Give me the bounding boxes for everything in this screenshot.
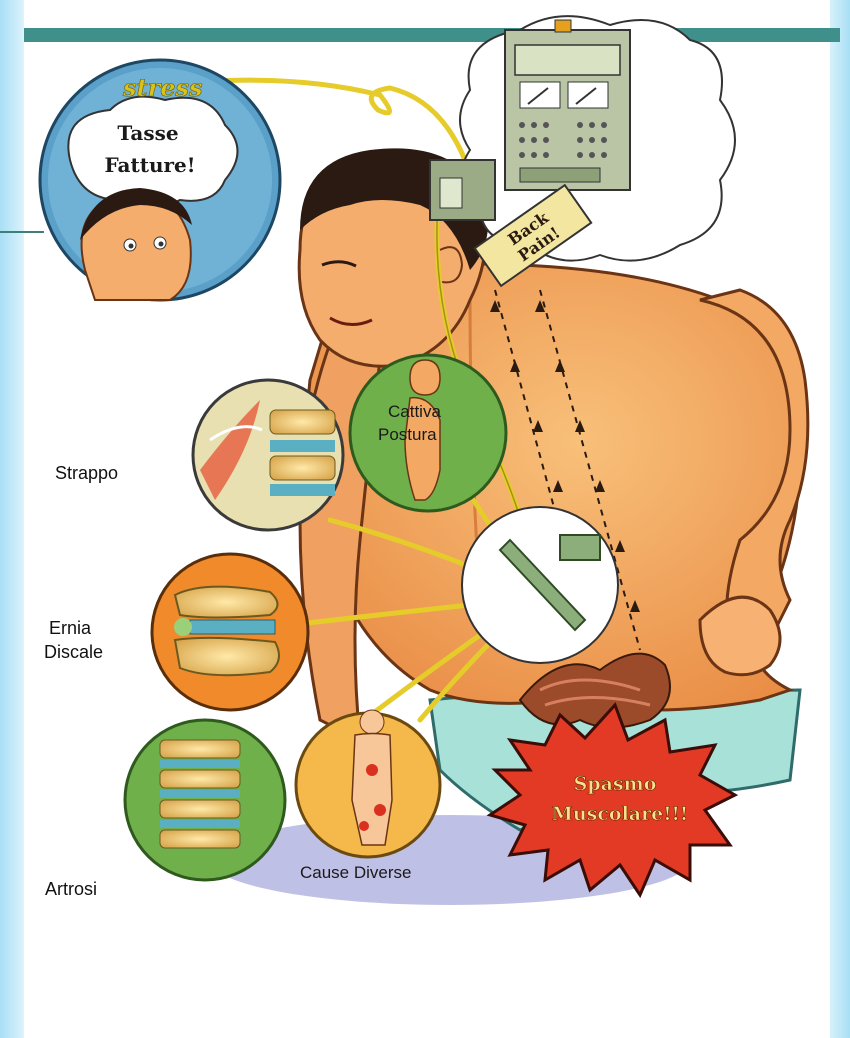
brain-machine bbox=[505, 20, 630, 190]
posture-line2: Postura bbox=[378, 425, 437, 444]
posture-line1: Cattiva bbox=[388, 402, 441, 421]
arthrosis-circle bbox=[125, 720, 285, 880]
thought-line1: Tasse bbox=[117, 121, 178, 145]
thought-line2: Fatture! bbox=[104, 153, 195, 177]
stress-word: stress bbox=[122, 73, 203, 102]
spasm-line1: Spasmo bbox=[574, 773, 657, 795]
top-border-bar bbox=[24, 28, 840, 42]
power-box bbox=[430, 160, 495, 220]
strain-circle bbox=[193, 380, 343, 530]
strain-label: Strappo bbox=[55, 462, 118, 484]
arthrosis-label: Artrosi bbox=[45, 878, 97, 900]
hernia-label-line1: Ernia bbox=[49, 617, 91, 639]
hand bbox=[700, 597, 780, 675]
other-causes-circle bbox=[296, 710, 440, 857]
hernia-circle bbox=[152, 554, 308, 710]
man-ear bbox=[440, 247, 462, 282]
spasm-line2: Muscolare!!! bbox=[552, 803, 688, 825]
wrench-circle bbox=[462, 507, 618, 663]
other-causes-label: Cause Diverse bbox=[300, 863, 412, 882]
hernia-label-line2: Discale bbox=[44, 641, 103, 663]
